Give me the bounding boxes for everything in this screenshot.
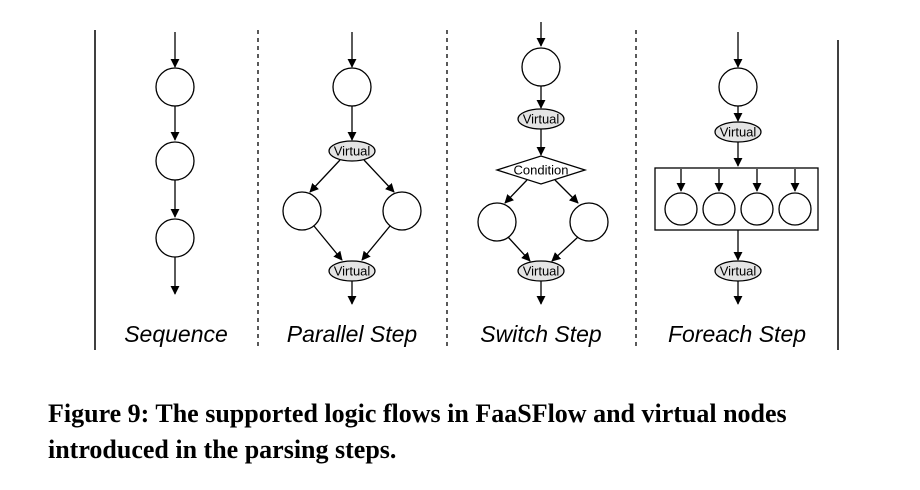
par-virtual-top — [328, 140, 376, 162]
sw-arrow-join-right — [551, 236, 579, 262]
panel-label-sequence: Sequence — [124, 321, 228, 347]
sw-virtual-top-label: Virtual — [523, 112, 560, 127]
par-arrow-left — [309, 159, 341, 193]
par-virtual-bottom-label: Virtual — [334, 264, 371, 279]
fe-node-1 — [664, 192, 698, 226]
foreach-panel — [654, 32, 819, 305]
sw-arrow-right — [554, 179, 579, 204]
panel-label-switch: Switch Step — [480, 321, 602, 347]
sw-condition-diamond — [494, 155, 588, 185]
parallel-panel — [282, 32, 422, 305]
logic-flow-diagram: Virtual Virtual Virtual Condition Virtua… — [94, 22, 839, 350]
par-node-left — [282, 191, 322, 231]
par-arrow-right — [363, 159, 395, 193]
par-arrow-join-left — [313, 225, 343, 261]
panel-label-foreach: Foreach Step — [668, 321, 806, 347]
fe-node-3 — [740, 192, 774, 226]
par-arrow-join-right — [361, 225, 391, 261]
sequence-panel — [155, 32, 195, 295]
sw-virtual-bottom-label: Virtual — [523, 264, 560, 279]
seq-node-2 — [155, 141, 195, 181]
fe-node-2 — [702, 192, 736, 226]
fe-virtual-top-label: Virtual — [720, 125, 757, 140]
panel-label-parallel: Parallel Step — [287, 321, 418, 347]
par-virtual-top-label: Virtual — [334, 144, 371, 159]
sw-condition-label: Condition — [514, 163, 569, 178]
fe-node-4 — [778, 192, 812, 226]
sw-arrow-join-left — [507, 236, 531, 262]
sw-node-top — [521, 47, 561, 87]
sw-arrow-left — [504, 179, 528, 204]
sw-node-left — [477, 202, 517, 242]
fe-virtual-bottom-label: Virtual — [720, 264, 757, 279]
seq-node-3 — [155, 218, 195, 258]
par-node-top — [332, 67, 372, 107]
par-node-right — [382, 191, 422, 231]
switch-panel — [477, 22, 609, 305]
sw-node-right — [569, 202, 609, 242]
figure-caption: Figure 9: The supported logic flows in F… — [48, 399, 787, 464]
seq-node-1 — [155, 67, 195, 107]
fe-node-top — [718, 67, 758, 107]
